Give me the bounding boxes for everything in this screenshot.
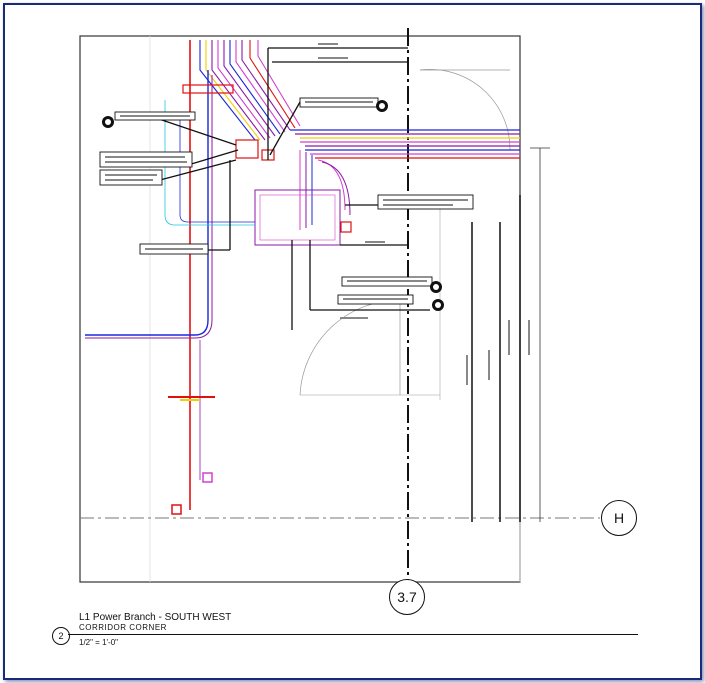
drawing-scale: 1/2" = 1'-0"	[79, 638, 119, 647]
conduit-bundle-diagonal	[199, 40, 301, 141]
junction-box	[340, 221, 352, 233]
junction-box	[235, 139, 259, 159]
callout-text-marks	[105, 43, 530, 385]
drawing-subtitle: CORRIDOR CORNER	[79, 623, 167, 632]
view-number: 2	[52, 627, 70, 645]
grid-bubble-horizontal: H	[601, 500, 637, 536]
door-swing	[299, 299, 401, 396]
title-rule	[68, 634, 638, 635]
junction-box	[202, 472, 213, 483]
equipment-box-inner	[259, 194, 336, 241]
leader-lines	[149, 47, 430, 330]
dimension-lines	[471, 195, 521, 522]
grid-bubble-vertical: 3.7	[389, 579, 425, 615]
conduit-vertical-left	[85, 40, 255, 510]
equipment-box	[254, 189, 341, 246]
drawing-title: L1 Power Branch - SOUTH WEST	[79, 612, 232, 623]
conduit-bundle-horizontal	[290, 129, 520, 159]
panel-outline	[182, 84, 234, 94]
section-markers	[102, 100, 444, 311]
junction-box	[171, 504, 182, 515]
